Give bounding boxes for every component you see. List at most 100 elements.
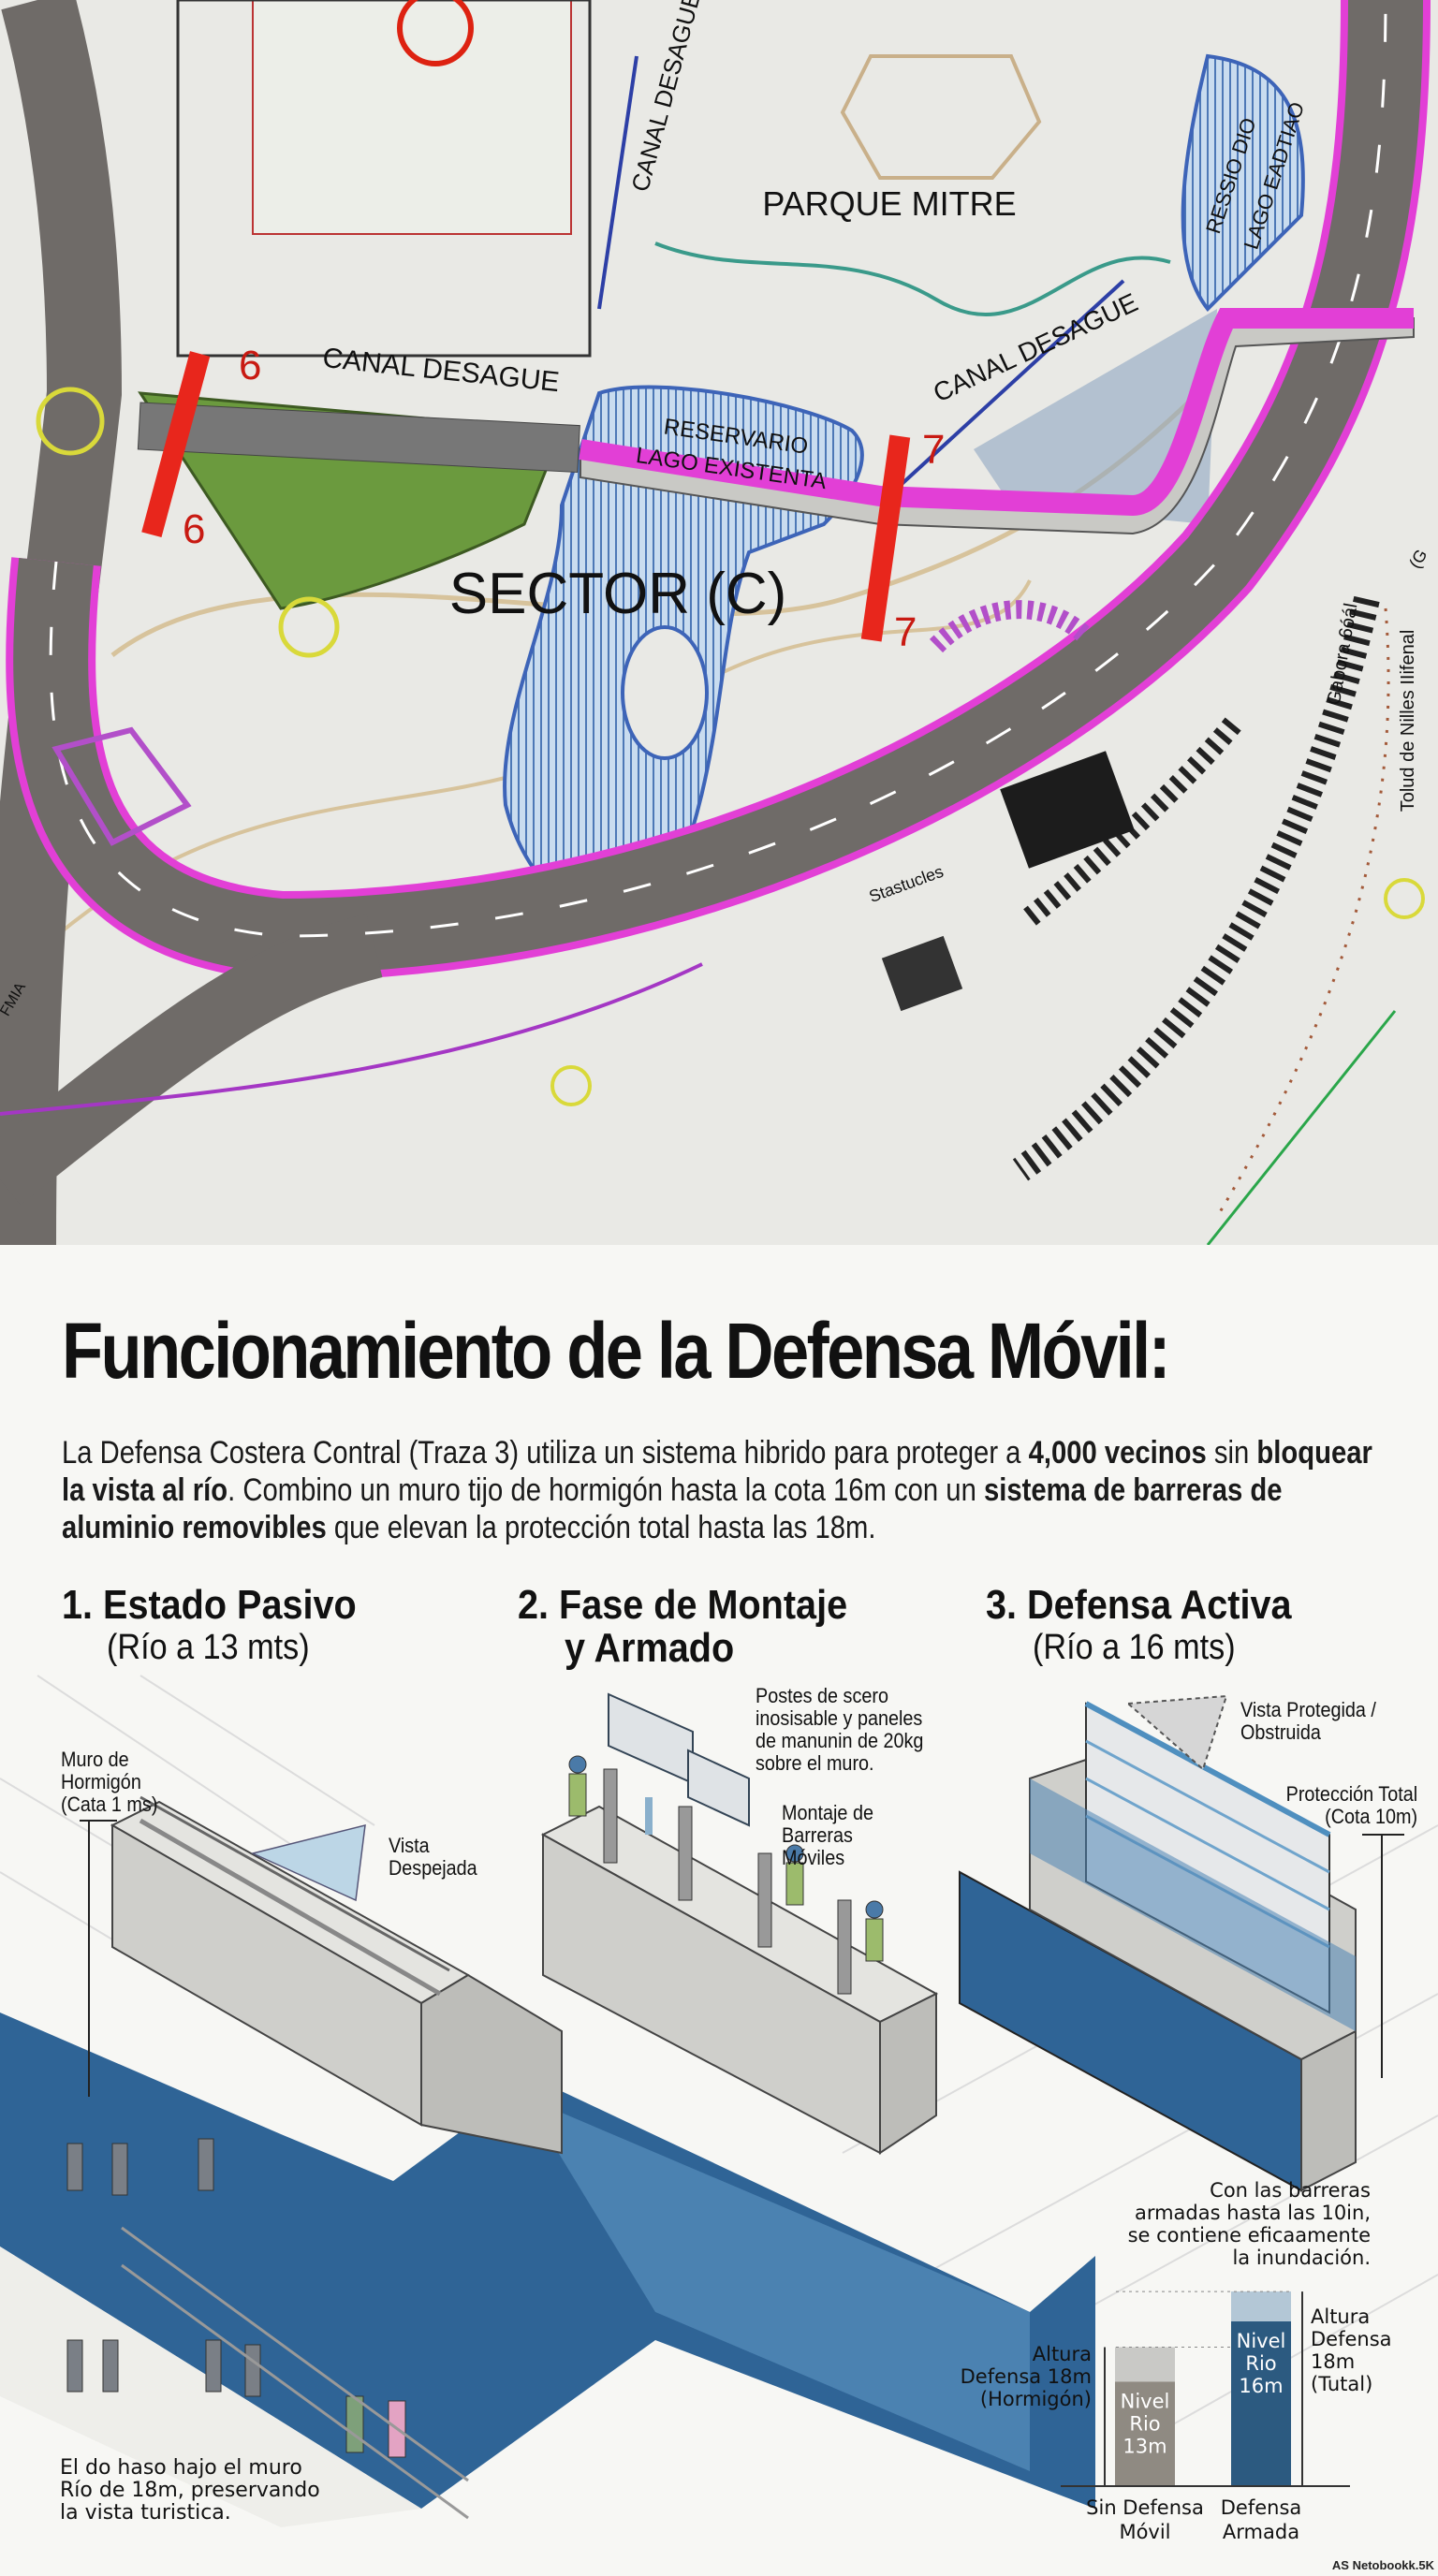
intro-text: La Defensa Costera Contral (Traza 3) uti… bbox=[62, 1435, 1029, 1471]
annotation-proteccion: Protección Total(Cota 10m) bbox=[1285, 1783, 1417, 1828]
wall-segment-west bbox=[137, 402, 580, 474]
annotation-line: Vista bbox=[389, 1834, 430, 1857]
lake-island bbox=[621, 625, 709, 760]
annotation-line: la inundación. bbox=[1232, 2247, 1371, 2269]
tree-symbol bbox=[1384, 878, 1425, 919]
structure-block bbox=[1000, 751, 1135, 869]
intro-paragraph: La Defensa Costera Contral (Traza 3) uti… bbox=[62, 1434, 1374, 1546]
marker-6-label-b: 6 bbox=[183, 506, 205, 552]
annotation-line: sobre el muro. bbox=[756, 1751, 874, 1775]
river-level-bar bbox=[1115, 2381, 1175, 2486]
reservoir-lake-east bbox=[1181, 53, 1305, 312]
contour-line bbox=[654, 242, 1171, 316]
plaza bbox=[840, 54, 1042, 180]
concrete-wall-assembly bbox=[540, 1768, 939, 2155]
annotation-line: Con las barreras bbox=[1210, 2179, 1371, 2202]
barrier-panel bbox=[687, 1749, 750, 1827]
drainage-canal bbox=[597, 55, 638, 310]
label-stastucles: Stastucles bbox=[867, 862, 946, 906]
tree-symbol bbox=[36, 387, 105, 456]
paving-grid bbox=[929, 600, 1093, 653]
paving-grid bbox=[51, 726, 192, 846]
drainage-canal bbox=[897, 279, 1125, 489]
river-level-bar bbox=[1231, 2321, 1291, 2486]
page-title: Funcionamiento de la Defensa Móvil: bbox=[62, 1307, 1171, 1395]
annotation-line: Móviles bbox=[782, 1846, 845, 1869]
section-2-title: 2. Fase de Montaje bbox=[518, 1582, 848, 1628]
marker-7-label-b: 7 bbox=[894, 609, 917, 655]
annotation-line: Obstruida bbox=[1240, 1720, 1321, 1744]
boundary-line bbox=[1206, 1010, 1397, 1245]
section-2-title-line2: y Armado bbox=[565, 1625, 735, 1671]
boundary-line bbox=[0, 962, 703, 1116]
annotation-line: Muro de bbox=[61, 1748, 129, 1771]
category-label: Móvil bbox=[1119, 2521, 1170, 2543]
concrete-wall-active bbox=[959, 1701, 1357, 2192]
footer-credit: AS Netobookk.5K bbox=[1331, 2558, 1434, 2572]
intro-bold: bloquear la vista al río bbox=[62, 1435, 1372, 1508]
view-cone-icon bbox=[250, 1824, 366, 1902]
park-boundary bbox=[176, 0, 592, 358]
map-drawing: PARQUE MITRE CANAL DESAGUE CANAL DESAGUE… bbox=[0, 0, 1431, 1245]
label-tolud: Tolud de Nilles IIifenal bbox=[1398, 630, 1418, 812]
section-marker-7 bbox=[860, 434, 911, 642]
annotation-line: armadas hasta las 10in, bbox=[1134, 2202, 1371, 2224]
bar-value-label: Nivel bbox=[1121, 2390, 1170, 2412]
structure-block bbox=[881, 935, 963, 1012]
section-marker-6 bbox=[141, 351, 211, 538]
bar-value-label: 16m bbox=[1239, 2375, 1283, 2397]
section-3-subtitle: (Río a 16 mts) bbox=[1033, 1628, 1236, 1667]
road-centerline bbox=[49, 0, 1387, 938]
road-west bbox=[0, 0, 123, 1245]
annotation-line: Defensa bbox=[1311, 2328, 1392, 2350]
label-canal-left: CANAL DESAGUE bbox=[321, 343, 561, 398]
annotation-line: Vista Protegida / bbox=[1240, 1698, 1376, 1721]
annotation-line: Montaje de bbox=[782, 1801, 873, 1824]
tree-symbol bbox=[278, 596, 340, 658]
sports-field bbox=[252, 0, 572, 235]
river-water bbox=[0, 2012, 1095, 2509]
annotation-line: (Tutal) bbox=[1311, 2373, 1373, 2395]
railing bbox=[121, 2226, 469, 2520]
site-plan-map: PARQUE MITRE CANAL DESAGUE CANAL DESAGUE… bbox=[0, 0, 1438, 1245]
label-g: (G bbox=[1405, 546, 1431, 571]
annotation-line: Hormigón bbox=[61, 1770, 141, 1793]
intro-text: . Combino un muro tijo de hormigón hasta… bbox=[227, 1472, 984, 1508]
annotation-line: Altura bbox=[1032, 2343, 1092, 2365]
category-label: Defensa bbox=[1221, 2496, 1302, 2519]
tree-symbol bbox=[550, 1065, 592, 1106]
intro-bold: sistema de barreras de aluminio removibl… bbox=[62, 1472, 1283, 1545]
annotation-line: (Hormigón) bbox=[979, 2388, 1092, 2410]
annotation-line: inosisable y paneles bbox=[756, 1706, 923, 1730]
label-canal-top: CANAL DESAGUE bbox=[625, 0, 706, 195]
concrete-wall-passive bbox=[110, 1795, 563, 2155]
annotation-line: Postes de scero bbox=[756, 1684, 888, 1707]
annotation-line: Despejada bbox=[389, 1856, 477, 1880]
annotation-line: Altura bbox=[1311, 2305, 1371, 2328]
category-label: Armada bbox=[1223, 2521, 1299, 2543]
road-south bbox=[0, 914, 383, 1206]
annotation-line: Barreras bbox=[782, 1823, 853, 1847]
annotation-line: Defensa 18m bbox=[960, 2365, 1092, 2388]
marker-7-label: 7 bbox=[922, 427, 945, 473]
marker-6-label: 6 bbox=[239, 343, 261, 388]
intro-text: que elevan la protección total hasta las… bbox=[326, 1510, 876, 1545]
label-sector: SECTOR (C) bbox=[449, 562, 787, 626]
intro-text: sin bbox=[1206, 1435, 1257, 1471]
river-water-face bbox=[524, 2097, 1030, 2471]
north-arrow-icon bbox=[397, 0, 474, 66]
section-1-title: 1. Estado Pasivo bbox=[62, 1582, 357, 1628]
flood-wall-top bbox=[579, 308, 1414, 517]
annotation-line: se contiene eficaamente bbox=[1127, 2224, 1371, 2247]
bar-value-label: Nivel bbox=[1237, 2330, 1286, 2352]
section-3-title: 3. Defensa Activa bbox=[986, 1582, 1292, 1628]
